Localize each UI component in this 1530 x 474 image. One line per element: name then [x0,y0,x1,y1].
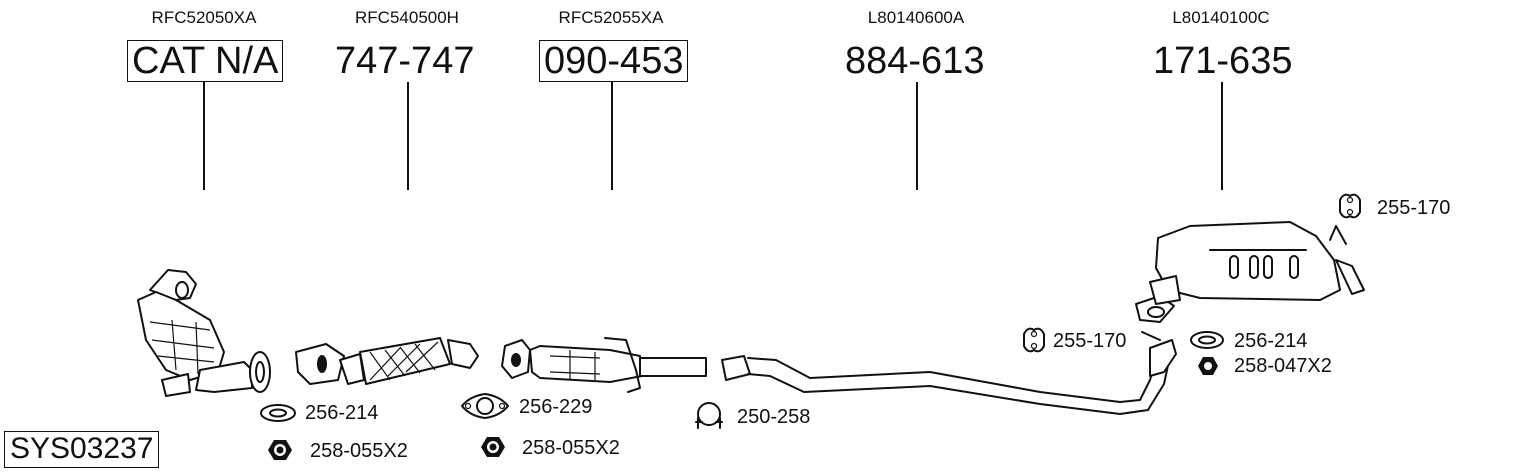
part-number-cat-2[interactable]: 090-453 [539,40,689,82]
leader-line [611,82,613,190]
leader-line [916,82,918,190]
accessory-code[interactable]: 258-047X2 [1234,355,1332,377]
middle-pipe-drawing[interactable] [721,331,1177,415]
oem-label-rear-silencer: L80140100C [1172,8,1270,27]
accessory-code[interactable]: 250-258 [737,406,811,428]
leader-line [1221,82,1223,190]
flange-nut-icon [1198,357,1218,375]
flex-pipe-drawing[interactable] [295,337,479,385]
accessory-code[interactable]: 256-214 [305,402,379,424]
accessory-code[interactable]: 255-170 [1053,330,1127,352]
accessory-code[interactable]: 256-214 [1234,330,1308,352]
leader-line [203,82,205,190]
rubber-hanger-icon [1339,193,1361,219]
part-number-flex-pipe[interactable]: 747-747 [335,40,475,82]
accessory-code[interactable]: 258-055X2 [310,440,408,462]
accessory-code[interactable]: 258-055X2 [522,437,620,459]
oem-label-flex-pipe: RFC540500H [355,8,459,27]
leader-line [407,82,409,190]
oem-label-cat: RFC52050XA [151,8,257,27]
pipe-clamp-icon [695,402,723,429]
system-code: SYS03237 [4,431,160,468]
flange-gasket-icon [461,393,509,419]
part-number-rear-silencer[interactable]: 171-635 [1153,40,1293,82]
oem-label-middle-pipe: L80140600A [867,8,965,27]
rear-silencer-drawing[interactable] [1135,221,1365,323]
hex-nut-icon [481,437,505,457]
hex-nut-icon [268,440,292,460]
rubber-hanger-icon [1023,327,1045,353]
accessory-code[interactable]: 255-170 [1377,197,1451,219]
catalytic-converter-2-drawing[interactable] [501,337,707,393]
accessory-code[interactable]: 256-229 [519,396,593,418]
part-number-middle-pipe[interactable]: 884-613 [845,40,985,82]
part-number-cat[interactable]: CAT N/A [127,40,284,82]
oem-label-cat-2: RFC52055XA [558,8,664,27]
gasket-ring-icon [260,404,296,422]
catalytic-converter-drawing[interactable] [137,269,271,397]
gasket-ring-icon [1190,331,1224,349]
